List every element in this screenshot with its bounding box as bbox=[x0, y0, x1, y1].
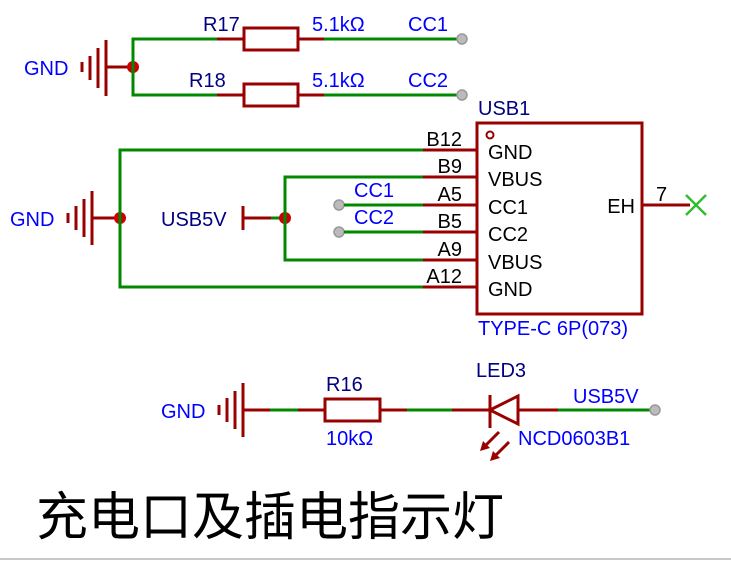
gnd-symbol-icon bbox=[217, 383, 270, 437]
net-port-icon bbox=[456, 33, 468, 45]
gnd-net-label: GND bbox=[24, 58, 68, 80]
pin-name: CC1 bbox=[488, 197, 528, 219]
cc-resistor-section: GND R17 5.1kΩ CC1 R18 5.1kΩ CC2 bbox=[24, 14, 468, 108]
pin-name: VBUS bbox=[488, 169, 542, 191]
net-port-icon bbox=[649, 404, 661, 416]
resistor-r17[interactable] bbox=[217, 26, 324, 52]
pin-name: CC2 bbox=[488, 224, 528, 246]
net-port-icon bbox=[456, 89, 468, 101]
resistor-r16[interactable] bbox=[298, 397, 407, 423]
gnd-net-label: GND bbox=[161, 401, 205, 423]
resistor-r18[interactable] bbox=[217, 82, 324, 108]
pin-number: A9 bbox=[438, 239, 462, 261]
usb1-designator: USB1 bbox=[478, 98, 530, 120]
cc1-net-label: CC1 bbox=[408, 14, 448, 36]
cc2-net-label: CC2 bbox=[354, 207, 394, 229]
led-indicator-section: GND R16 10kΩ LED3 NCD0603B1 USB5V bbox=[161, 360, 661, 461]
usb-typec-connector[interactable] bbox=[423, 121, 690, 316]
r18-designator: R18 bbox=[189, 70, 226, 92]
r16-value: 10kΩ bbox=[326, 428, 373, 450]
pin-number: A5 bbox=[438, 184, 462, 206]
wire bbox=[118, 148, 423, 289]
usb-connector-section: GND USB5V CC1 CC2 bbox=[10, 98, 707, 340]
gnd-symbol-icon bbox=[66, 191, 120, 245]
net-port-icon bbox=[333, 226, 345, 238]
r17-value: 5.1kΩ bbox=[312, 14, 365, 36]
usb1-part-value: TYPE-C 6P(073) bbox=[478, 318, 628, 340]
pin-name: GND bbox=[488, 279, 532, 301]
pin-number: A12 bbox=[426, 266, 462, 288]
led3-value: NCD0603B1 bbox=[518, 428, 630, 450]
cc1-net-label: CC1 bbox=[354, 180, 394, 202]
gnd-net-label: GND bbox=[10, 209, 54, 231]
pin-number: B12 bbox=[426, 129, 462, 151]
power-symbol-icon bbox=[241, 206, 271, 230]
r16-designator: R16 bbox=[326, 374, 363, 396]
schematic-title: 充电口及插电指示灯 bbox=[36, 488, 504, 548]
r18-value: 5.1kΩ bbox=[312, 70, 365, 92]
pin-number: B9 bbox=[438, 156, 462, 178]
cc2-net-label: CC2 bbox=[408, 70, 448, 92]
pin-name: GND bbox=[488, 142, 532, 164]
r17-designator: R17 bbox=[203, 14, 240, 36]
usb5v-net-label: USB5V bbox=[573, 386, 639, 408]
pin-name-eh: EH bbox=[607, 196, 635, 218]
pin-number-7: 7 bbox=[656, 184, 667, 206]
net-port-icon bbox=[333, 199, 345, 211]
led-led3[interactable] bbox=[452, 393, 558, 461]
light-emission-arrows-icon bbox=[480, 430, 511, 461]
pin1-marker-icon bbox=[485, 130, 495, 140]
pin-name: VBUS bbox=[488, 252, 542, 274]
led3-designator: LED3 bbox=[476, 360, 526, 382]
no-connect-icon bbox=[685, 194, 707, 216]
usb5v-net-label: USB5V bbox=[161, 209, 227, 231]
wire bbox=[131, 37, 217, 97]
divider bbox=[0, 558, 731, 560]
gnd-symbol-icon bbox=[80, 40, 133, 96]
pin-number: B5 bbox=[438, 211, 462, 233]
wire bbox=[283, 175, 423, 262]
